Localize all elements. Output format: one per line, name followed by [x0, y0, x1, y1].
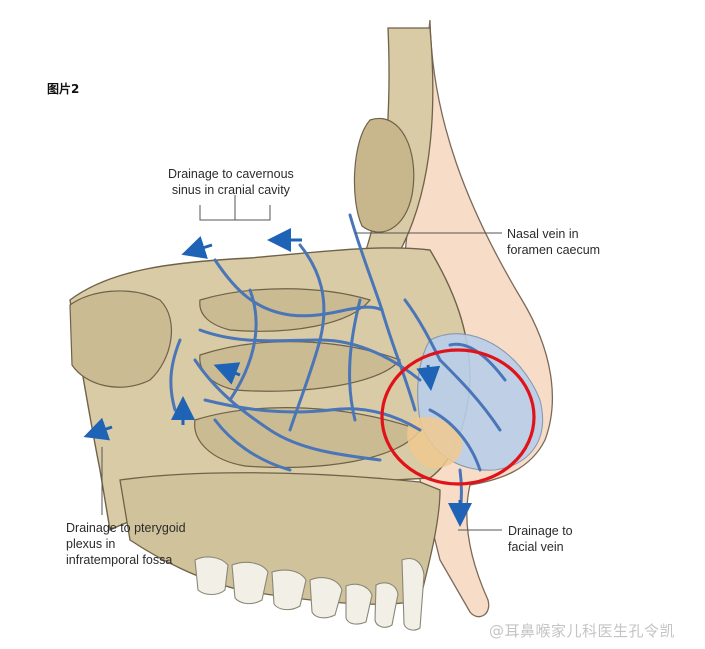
highlight-circle: [380, 348, 536, 486]
frontal-sinus: [353, 117, 415, 233]
figure-tag: 图片2: [47, 82, 80, 96]
label-line: Drainage to: [508, 524, 573, 538]
label-drainage-facial: Drainage to facial vein: [508, 523, 573, 555]
label-nasal-vein: Nasal vein in foramen caecum: [507, 226, 600, 258]
label-drainage-cavernous: Drainage to cavernous sinus in cranial c…: [168, 166, 294, 198]
label-drainage-pterygoid: Drainage to pterygoid plexus in infratem…: [66, 520, 186, 568]
label-line: infratemporal fossa: [66, 553, 173, 567]
label-line: sinus in cranial cavity: [171, 183, 290, 197]
label-line: Nasal vein in: [507, 227, 579, 241]
label-line: foramen caecum: [507, 243, 601, 257]
sphenoid-region: [69, 290, 173, 388]
label-line: Drainage to cavernous: [168, 167, 294, 181]
label-line: plexus in: [66, 537, 116, 551]
label-line: facial vein: [508, 540, 564, 554]
watermark: @耳鼻喉家儿科医生孔令凯: [489, 622, 676, 640]
teeth: [194, 556, 425, 631]
label-line: Drainage to pterygoid: [66, 521, 186, 535]
drainage-arrows: [83, 228, 472, 527]
leader-lines: [101, 195, 502, 531]
superior-turbinate: [199, 288, 372, 332]
